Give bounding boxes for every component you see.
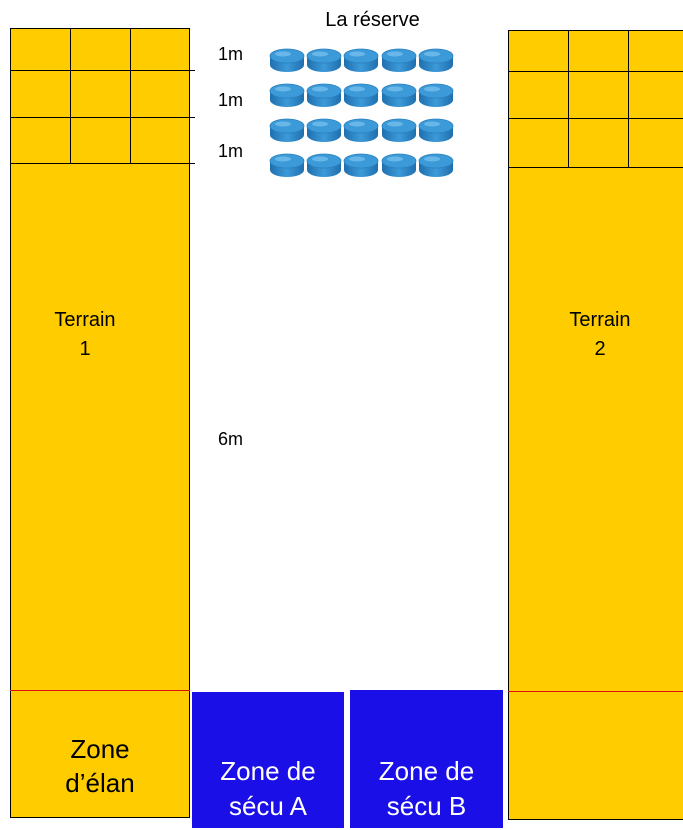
- terrain-1-name: Terrain: [25, 308, 145, 333]
- blue-puck-icon: [382, 49, 416, 72]
- blue-puck-icon: [344, 49, 378, 72]
- zone-secu-a-line1: Zone de: [220, 754, 315, 789]
- blue-puck-icon: [382, 119, 416, 142]
- blue-puck-icon: [270, 49, 304, 72]
- grid-line: [508, 71, 683, 72]
- terrain-1-label: Terrain 1: [25, 308, 145, 362]
- terrain-1: [10, 28, 190, 818]
- zone-secu-b: Zone de sécu B: [350, 690, 503, 828]
- zone-elan-label: Zone d’élan: [30, 733, 170, 801]
- zone-secu-b-line2: sécu B: [379, 789, 474, 824]
- blue-puck-icon: [344, 119, 378, 142]
- elan-boundary-line: [10, 690, 190, 691]
- grid-line: [10, 163, 195, 164]
- blue-puck-icon: [270, 84, 304, 107]
- grid-line: [10, 70, 195, 71]
- blue-puck-icon: [382, 154, 416, 177]
- reserve-pucks: [268, 40, 468, 190]
- zone-secu-a-line2: sécu A: [220, 789, 315, 824]
- grid-line: [70, 28, 71, 163]
- blue-puck-icon: [419, 119, 453, 142]
- blue-puck-icon: [307, 119, 341, 142]
- reserve-title: La réserve: [300, 8, 445, 33]
- blue-puck-icon: [344, 154, 378, 177]
- blue-puck-icon: [307, 49, 341, 72]
- grid-line: [568, 30, 569, 167]
- terrain-1-number: 1: [25, 337, 145, 362]
- terrain-2: [508, 30, 683, 820]
- terrain-2-name: Terrain: [540, 308, 660, 333]
- blue-puck-icon: [419, 84, 453, 107]
- grid-line: [628, 30, 629, 167]
- blue-puck-icon: [419, 49, 453, 72]
- zone-elan-line2: d’élan: [30, 767, 170, 801]
- blue-puck-icon: [382, 84, 416, 107]
- distance-label: 1m: [218, 141, 243, 162]
- blue-puck-icon: [307, 84, 341, 107]
- blue-puck-icon: [270, 154, 304, 177]
- zone-elan-line1: Zone: [30, 733, 170, 767]
- zone-secu-b-line1: Zone de: [379, 754, 474, 789]
- grid-line: [508, 118, 683, 119]
- blue-puck-icon: [344, 84, 378, 107]
- zone-secu-a: Zone de sécu A: [192, 692, 344, 828]
- blue-puck-icon: [270, 119, 304, 142]
- terrain-2-number: 2: [540, 337, 660, 362]
- grid-line: [130, 28, 131, 163]
- distance-label: 6m: [218, 429, 243, 450]
- grid-line: [508, 167, 683, 168]
- distance-label: 1m: [218, 44, 243, 65]
- distance-label: 1m: [218, 90, 243, 111]
- terrain-2-label: Terrain 2: [540, 308, 660, 362]
- grid-line: [10, 117, 195, 118]
- blue-puck-icon: [307, 154, 341, 177]
- blue-puck-icon: [419, 154, 453, 177]
- elan-boundary-line: [508, 691, 683, 692]
